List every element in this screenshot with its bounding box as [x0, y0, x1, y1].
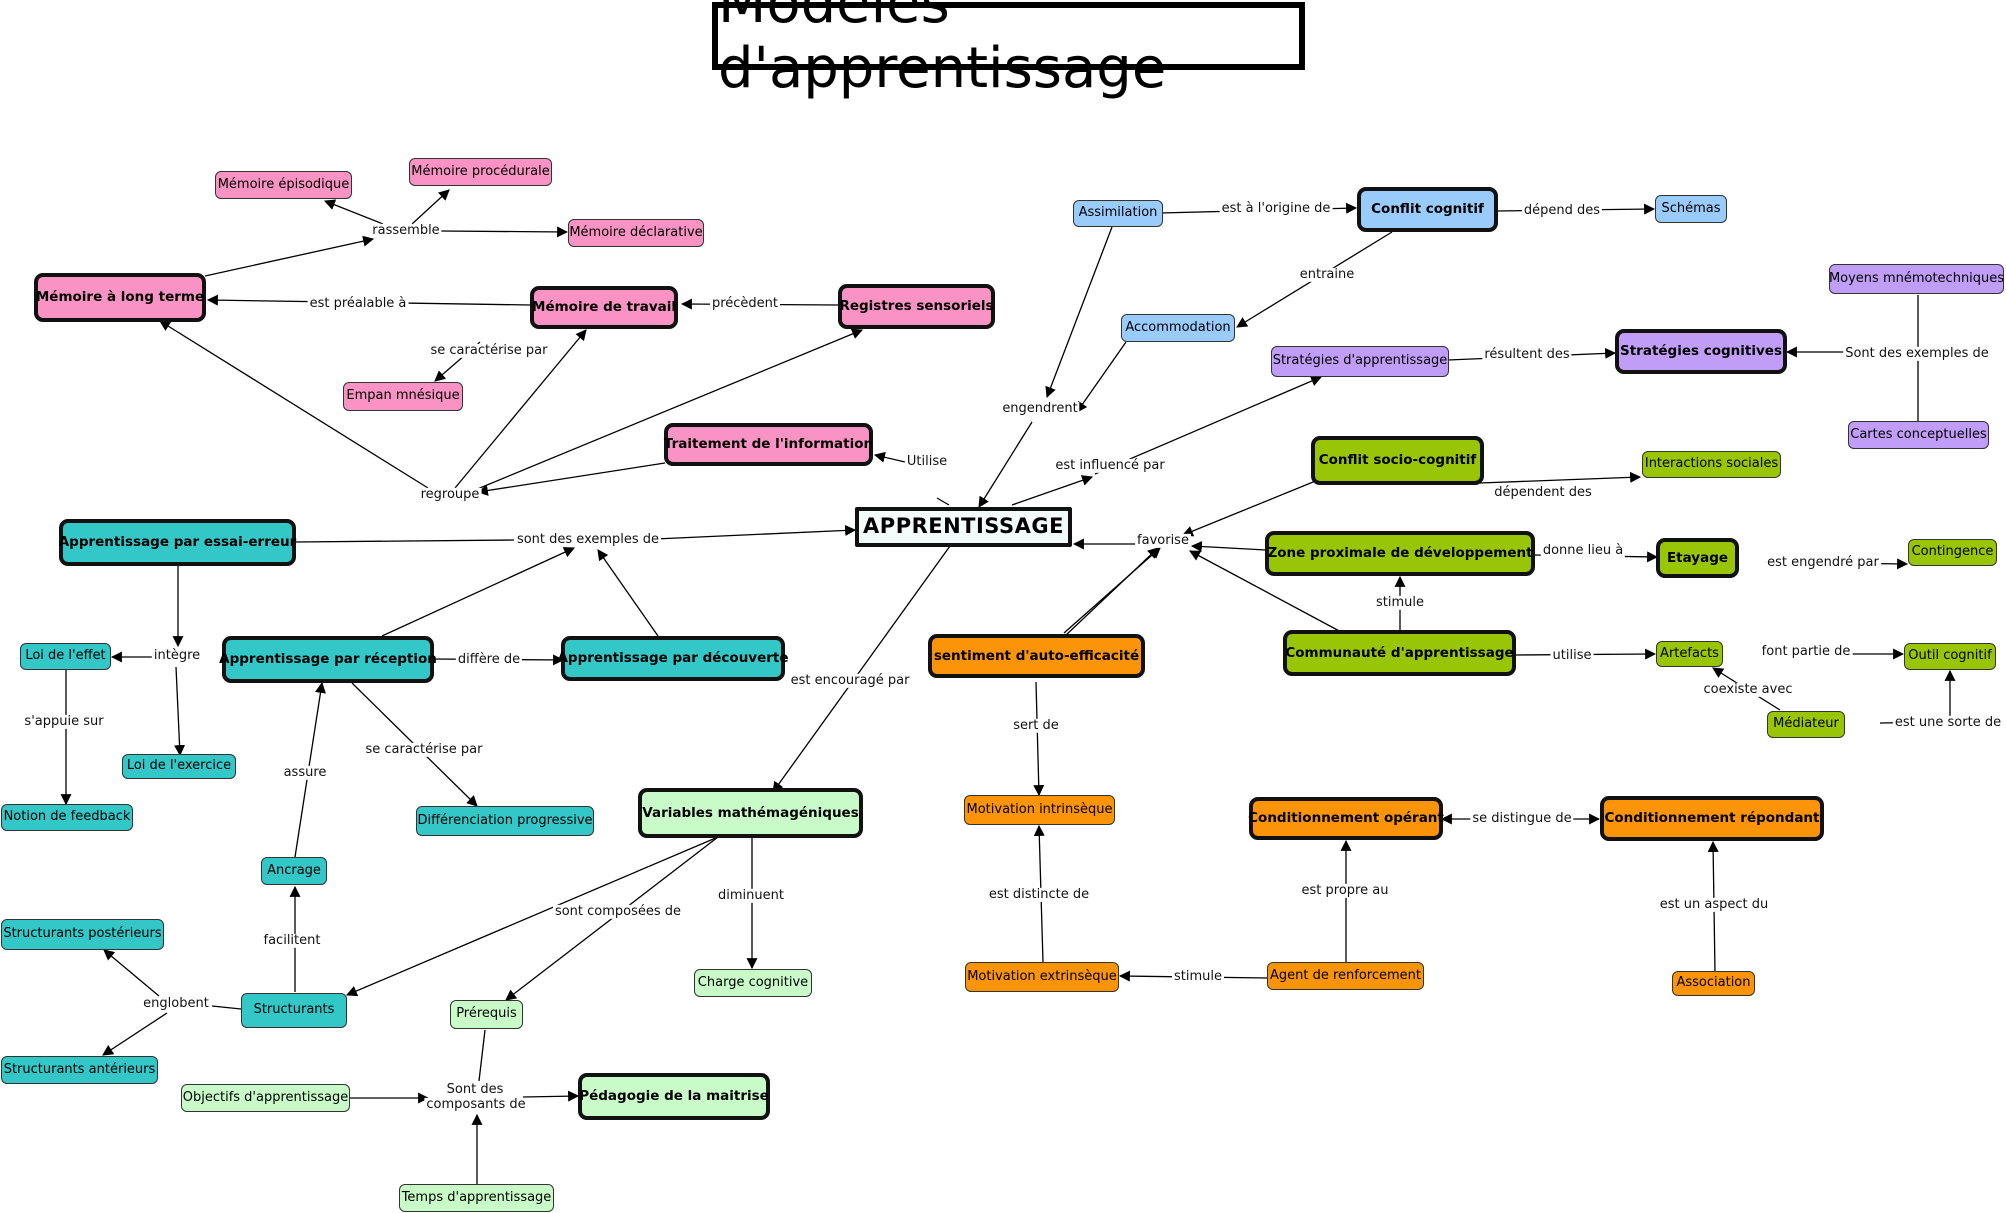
node-moyens-mnemotechniques[interactable]: Moyens mnémotechniques: [1829, 264, 2004, 294]
node-charge-cognitive[interactable]: Charge cognitive: [694, 969, 812, 997]
node-memoire-procedurale[interactable]: Mémoire procédurale: [409, 158, 552, 186]
node-strategies-cognitives[interactable]: Stratégies cognitives: [1615, 329, 1787, 374]
node-association[interactable]: Association: [1672, 971, 1755, 996]
link-label-stimule-1: stimule: [1374, 594, 1426, 611]
link-label-font-partie: font partie de: [1759, 643, 1853, 660]
link-label-coexiste-avec: coexiste avec: [1701, 681, 1795, 698]
node-conditionnement-repondant[interactable]: Conditionnement répondant: [1600, 796, 1824, 841]
node-pedagogie-maitrise[interactable]: Pédagogie de la maitrise: [578, 1073, 770, 1120]
node-par-decouverte[interactable]: Apprentissage par découverte: [557, 636, 789, 681]
node-loi-effet[interactable]: Loi de l'effet: [20, 643, 111, 670]
link-label-assure: assure: [281, 764, 329, 781]
link-label-est-origine: est à l'origine de: [1219, 200, 1333, 217]
node-motivation-intrinseque[interactable]: Motivation intrinsèque: [964, 795, 1115, 825]
node-structurants[interactable]: Structurants: [241, 993, 347, 1028]
link-label-dependent-des: dépendent des: [1492, 484, 1594, 501]
link-label-integre: intègre: [151, 647, 203, 664]
link-label-est-propre-au: est propre au: [1299, 882, 1391, 899]
link-label-se-distingue: se distingue de: [1470, 810, 1574, 827]
link-label-englobent: englobent: [141, 995, 211, 1012]
node-memoire-declarative[interactable]: Mémoire déclarative: [568, 219, 704, 247]
node-cartes-conceptuelles[interactable]: Cartes conceptuelles: [1848, 421, 1989, 449]
link-label-est-distincte: est distincte de: [986, 886, 1092, 903]
node-memoire-episodique[interactable]: Mémoire épisodique: [215, 171, 352, 199]
link-label-stimule-2: stimule: [1172, 968, 1224, 985]
node-strategies-apprentissage[interactable]: Stratégies d'apprentissage: [1271, 346, 1449, 377]
link-label-sert-de: sert de: [1011, 717, 1061, 734]
node-contingence[interactable]: Contingence: [1908, 539, 1997, 566]
node-etayage[interactable]: Etayage: [1656, 538, 1739, 578]
node-temps-apprentissage[interactable]: Temps d'apprentissage: [399, 1184, 554, 1212]
link-label-engendrent: engendrent: [1000, 400, 1080, 417]
link-label-s-appuie-sur: s'appuie sur: [22, 713, 106, 730]
node-interactions-sociales[interactable]: Interactions sociales: [1642, 451, 1781, 478]
link-label-se-caracterise-par-1: se caractérise par: [428, 342, 550, 359]
link-label-est-prealable: est préalable à: [307, 295, 409, 312]
node-objectifs[interactable]: Objectifs d'apprentissage: [181, 1084, 350, 1112]
link-label-est-influence-par: est influencé par: [1053, 457, 1167, 474]
link-label-est-aspect: est un aspect du: [1657, 896, 1771, 913]
link-label-sont-composants-2: composants de: [424, 1096, 528, 1113]
node-traitement-information[interactable]: Traitement de l'information: [664, 423, 873, 466]
node-conditionnement-operant[interactable]: Conditionnement opérant: [1248, 797, 1444, 840]
node-assimilation[interactable]: Assimilation: [1073, 200, 1163, 227]
node-conflit-socio-cognitif[interactable]: Conflit socio-cognitif: [1311, 436, 1484, 485]
node-agent-renforcement[interactable]: Agent de renforcement: [1267, 962, 1424, 990]
node-essai-erreur[interactable]: Apprentissage par essai-erreur: [59, 519, 296, 566]
link-label-regroupe: regroupe: [418, 486, 482, 503]
node-zone-proximale[interactable]: Zone proximale de développement: [1265, 531, 1535, 576]
node-outil-cognitif[interactable]: Outil cognitif: [1904, 643, 1996, 670]
node-par-reception[interactable]: Apprentissage par réception: [219, 636, 437, 683]
node-variables[interactable]: Variables mathémagéniques: [638, 788, 863, 838]
link-label-resultent-des: résultent des: [1482, 346, 1572, 363]
link-label-sont-exemples-2: sont des exemples de: [514, 531, 662, 548]
link-label-precedent: précèdent: [709, 295, 781, 312]
link-label-depend-des: dépend des: [1521, 202, 1603, 219]
link-label-differe-de: diffère de: [455, 651, 523, 668]
link-label-facilitent: facilitent: [261, 932, 323, 949]
node-motivation-extrinseque[interactable]: Motivation extrinsèque: [965, 962, 1119, 992]
node-schemas[interactable]: Schémas: [1655, 195, 1727, 223]
node-communaute[interactable]: Communauté d'apprentissage: [1283, 630, 1516, 676]
link-label-entraine: entraine: [1297, 266, 1357, 283]
node-conflit-cognitif[interactable]: Conflit cognitif: [1357, 187, 1498, 232]
node-prerequis[interactable]: Prérequis: [450, 1000, 523, 1029]
link-label-est-encourage-par: est encouragé par: [788, 672, 912, 689]
node-differenciation[interactable]: Différenciation progressive: [416, 806, 594, 836]
node-mediateur[interactable]: Médiateur: [1767, 711, 1845, 738]
node-artefacts[interactable]: Artefacts: [1656, 641, 1723, 667]
link-label-rassemble: rassemble: [370, 222, 442, 239]
node-structurants-posterieurs[interactable]: Structurants postérieurs: [1, 919, 164, 950]
link-label-sont-composees: sont composées de: [552, 903, 684, 920]
node-structurants-anterieurs[interactable]: Structurants antérieurs: [1, 1056, 158, 1084]
node-registres-sensoriels[interactable]: Registres sensoriels: [838, 284, 995, 329]
node-auto-efficacite[interactable]: sentiment d'auto-efficacité: [928, 634, 1145, 678]
link-label-utilise-2: utilise: [1550, 647, 1594, 664]
node-memoire-long-terme[interactable]: Mémoire à long terme: [34, 273, 206, 322]
node-memoire-travail[interactable]: Mémoire de travail: [530, 286, 678, 329]
node-empan-mnesique[interactable]: Empan mnésique: [343, 382, 463, 411]
page-title: Modèles d'apprentissage: [712, 0, 1305, 101]
link-label-se-caracterise-par-2: se caractérise par: [363, 741, 485, 758]
node-notion-feedback[interactable]: Notion de feedback: [1, 804, 133, 831]
node-ancrage[interactable]: Ancrage: [261, 857, 327, 885]
link-label-sont-exemples-1: Sont des exemples de: [1843, 345, 1991, 362]
link-label-est-une-sorte: est une sorte de: [1892, 714, 2004, 731]
link-label-utilise-1: Utilise: [904, 453, 950, 470]
node-apprentissage[interactable]: APPRENTISSAGE: [855, 507, 1072, 547]
link-label-est-engendre-par: est engendré par: [1765, 554, 1881, 571]
node-accommodation[interactable]: Accommodation: [1121, 314, 1235, 342]
node-loi-exercice[interactable]: Loi de l'exercice: [122, 754, 236, 779]
link-label-sont-composants-1: Sont des: [444, 1081, 506, 1098]
link-label-diminuent: diminuent: [716, 887, 786, 904]
link-label-donne-lieu: donne lieu à: [1540, 542, 1626, 559]
link-label-favorise: favorise: [1135, 532, 1191, 549]
